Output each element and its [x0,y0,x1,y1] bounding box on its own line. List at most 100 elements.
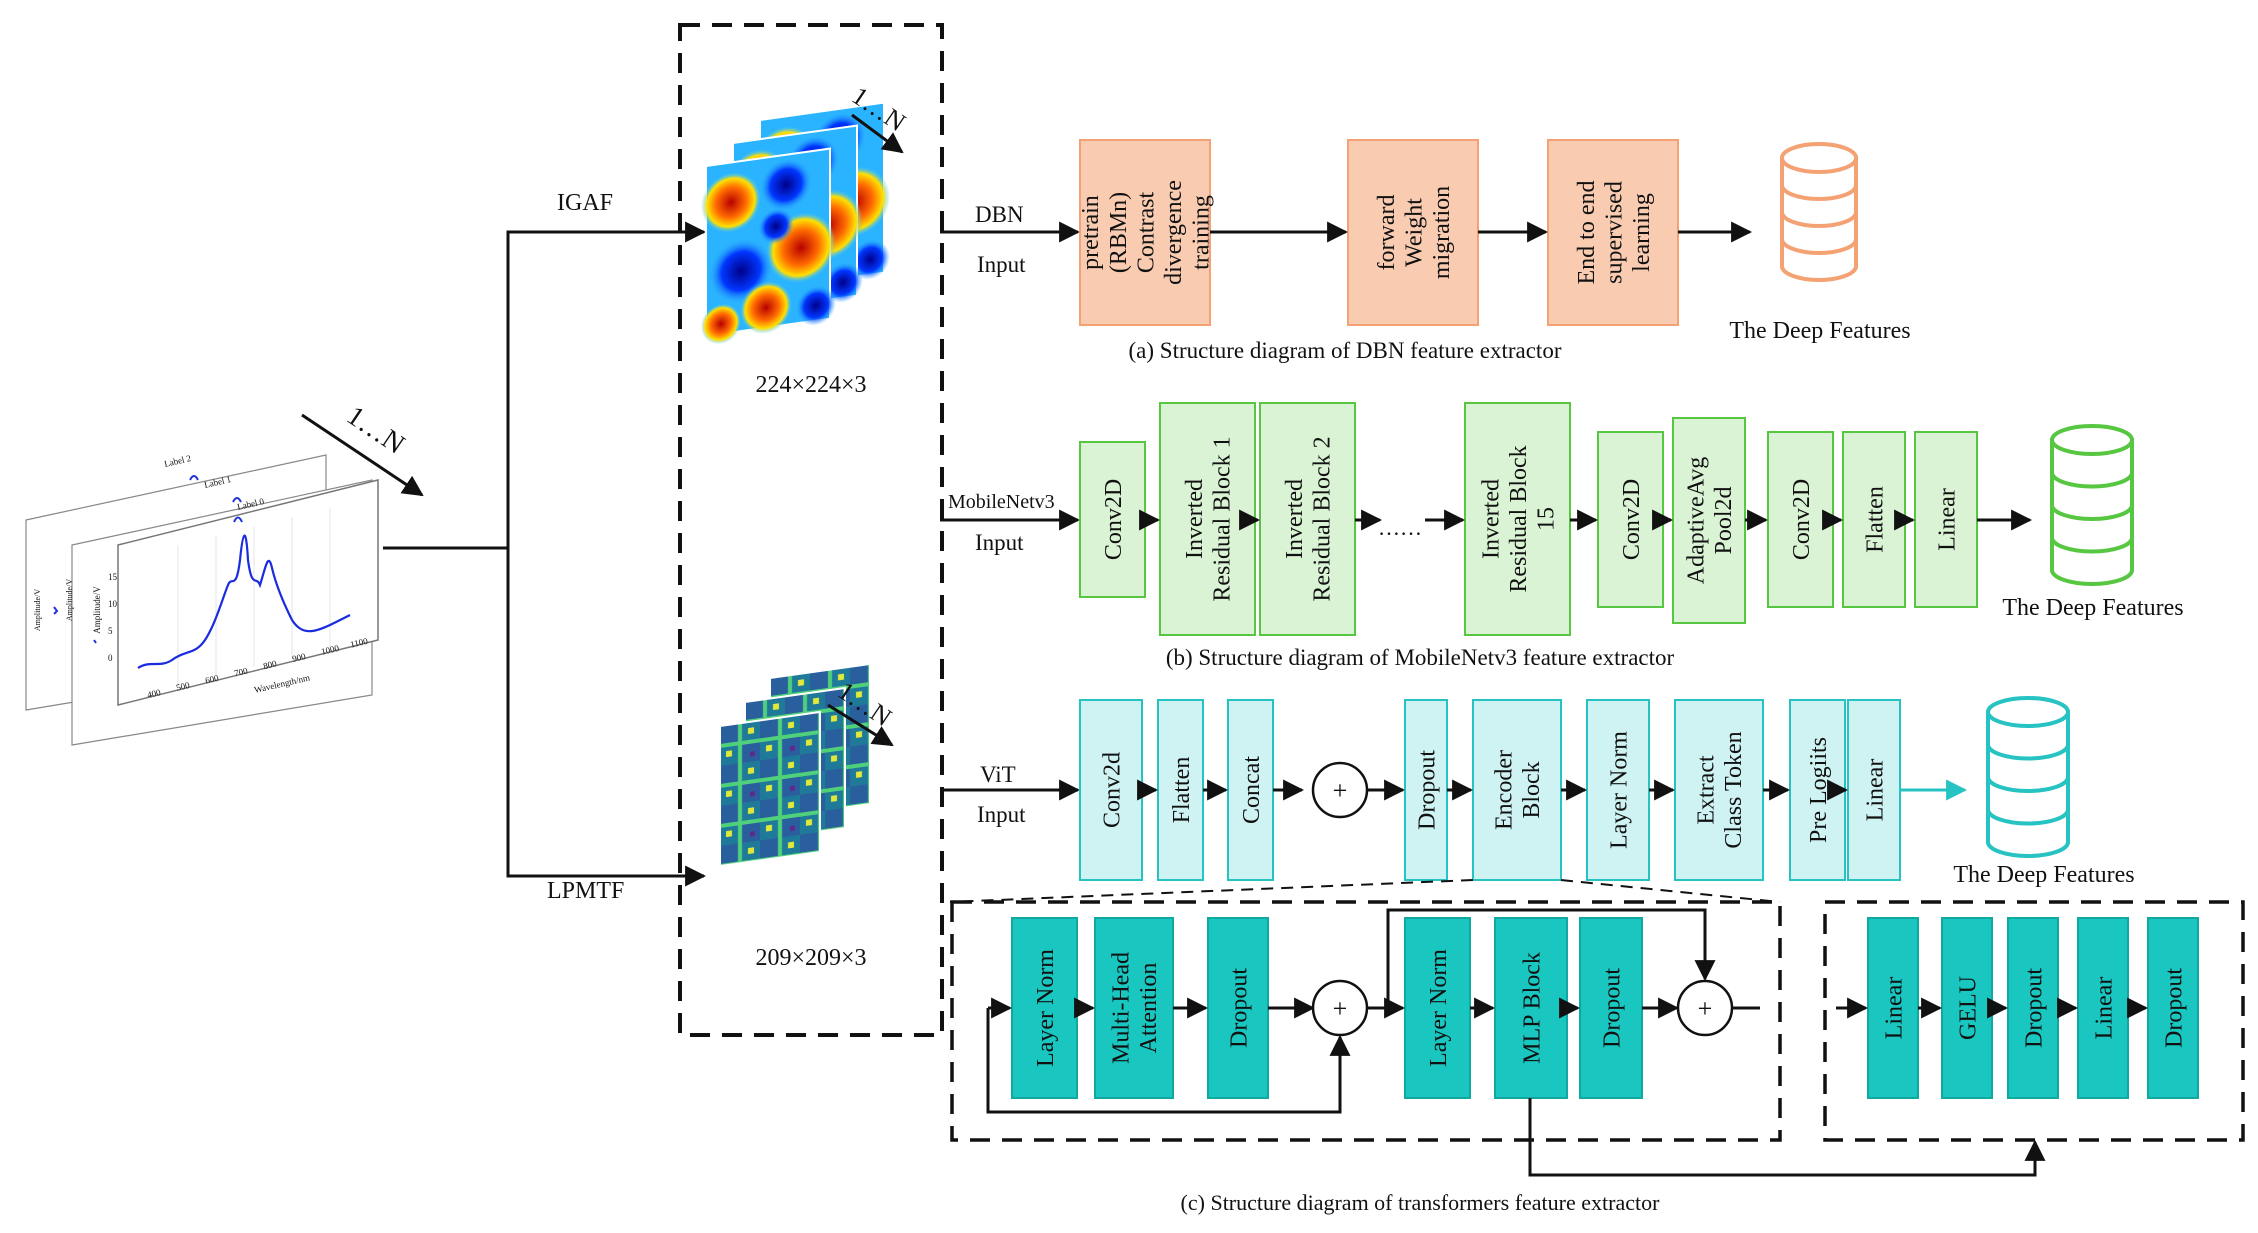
mobilenet-block-4-line: Inverted [1478,479,1504,559]
mobilenet-features-icon-ring [2050,537,2134,554]
dbn-block-1-box [1079,139,1211,326]
igaf-size: 224×224×3 [755,372,866,398]
encoder-block-3-line: Dropout [1226,968,1252,1048]
vit-block-8-line: Pre Logiits [1806,737,1832,843]
mlp-block-2: GELU [1941,917,1993,1099]
spectrum-tick-mark [53,606,59,615]
dbn-block-2-line: migration [1429,186,1455,279]
mobilenet-features-icon [2050,424,2134,586]
vit-block-3: Concat [1227,699,1274,881]
encoder-block-3: Dropout [1207,917,1269,1099]
mlp-block-2-line: GELU [1955,976,1981,1040]
mlp-block-3-label: Dropout [2021,968,2047,1048]
vit-block-1-label: Conv2d [1099,752,1125,828]
dbn-features-icon [1780,142,1858,282]
mobilenet-block-7-line: Conv2D [1789,479,1815,560]
mobilenet-block-4-box [1464,402,1571,636]
mobilenet-block-9: Linear [1914,431,1978,608]
vit-block-2-label: Flatten [1169,757,1195,824]
encoder-block-4-label: Layer Norm [1426,949,1452,1067]
mobilenet-block-3: InvertedResidual Block 2 [1259,402,1356,636]
mobilenet-output-label: The Deep Features [2002,595,2183,621]
mobilenet-caption: (b) Structure diagram of MobileNetv3 fea… [1166,645,1675,670]
spectrum-tick-mark [93,639,97,644]
encoder-block-1-label: Layer Norm [1033,949,1059,1067]
mlp-block-2-box [1941,917,1993,1099]
dbn-block-3-line: supervised [1601,181,1627,284]
mobilenet-block-3-line: Residual Block 2 [1310,436,1336,601]
spectrum-panel-front [117,479,379,706]
dbn-features-icon-top [1780,142,1858,174]
vit-features-icon [1986,696,2070,858]
spectrum-xtick: 700 [233,665,249,678]
vit-features-icon-ring [1986,744,2070,761]
vit-block-9-label: Linear [1862,759,1888,822]
mlp-block-5-line: Dropout [2161,968,2187,1048]
mobilenet-block-2-line: Inverted [1182,479,1208,559]
heatmap-blob [796,285,836,326]
dbn-block-1-line: pretrain [1078,195,1104,270]
mobilenet-block-1-label: Conv2D [1101,479,1127,560]
mobilenet-block-2: InvertedResidual Block 1 [1159,402,1256,636]
zoom-line [1560,879,1781,903]
encoder-block-3-label: Dropout [1226,968,1252,1048]
vit-input-word: Input [977,802,1026,827]
encoder-add-1-sign: + [1333,994,1348,1023]
dbn-block-3: End to endsupervisedlearning [1547,139,1679,326]
encoder-block-1: Layer Norm [1011,917,1078,1099]
dbn-block-1-line: divergence [1161,180,1187,285]
mlp-link [1528,1098,2046,1177]
mobilenet-block-4: InvertedResidual Block15 [1464,402,1571,636]
mobilenet-input-name: MobileNetv3 [948,491,1055,513]
mobilenet-block-1-line: Conv2D [1101,479,1127,560]
mobilenet-block-6-line: AdaptiveAvg [1684,457,1710,585]
mobilenet-block-6-label: AdaptiveAvgPool2d [1684,457,1738,585]
vit-block-9: Linear [1847,699,1901,881]
vit-add-sign: + [1333,776,1348,805]
caption-transformers: (c) Structure diagram of transformers fe… [1181,1190,1661,1215]
mlp-block-2-label: GELU [1955,976,1981,1040]
spectrum-ytick: 15 [108,572,118,582]
encoder-block-2-box [1094,917,1174,1099]
vit-block-2: Flatten [1157,699,1204,881]
mlp-block-4: Linear [2077,917,2129,1099]
encoder-container [950,900,1782,1142]
vit-block-2-line: Flatten [1169,757,1195,824]
spectrum-peak-mini [233,516,243,523]
mlp-block-4-label: Linear [2091,977,2117,1040]
images-container [678,23,944,1037]
vit-block-7-line: Class Token [1721,731,1747,848]
mobilenet-block-7-label: Conv2D [1789,479,1815,560]
dbn-block-1-label: pretrain(RBMn)Contrastdivergencetraining [1078,180,1214,285]
mobilenet-block-6-line: Pool2d [1711,486,1737,554]
mobilenet-block-3-box [1259,402,1356,636]
dbn-block-2-line: forward [1374,195,1400,271]
lpmtf-label: LPMTF [547,878,624,904]
encoder-block-5-box [1494,917,1568,1099]
spectrum-ylabel: Amplitude/V [65,579,74,621]
encoder-block-4: Layer Norm [1404,917,1471,1099]
vit-block-3-label: Concat [1239,756,1265,824]
mlp-block-1: Linear [1867,917,1919,1099]
vit-block-2-box [1157,699,1204,881]
mlp-block-3-box [2007,917,2059,1099]
encoder-block-5-line: MLP Block [1519,952,1545,1064]
vit-block-5-line: Encoder [1492,750,1518,830]
vit-block-6-label: Layer Norm [1606,731,1632,849]
mobilenet-block-8-label: Flatten [1862,486,1888,553]
mobilenet-block-4-line: Residual Block [1506,445,1532,592]
encoder-block-detail: Layer Norm Multi-HeadAttention Dropout Laye… [950,900,2046,1177]
encoder-block-2-label: Multi-HeadAttention [1109,952,1163,1064]
vit-block-8: Pre Logiits [1789,699,1846,881]
vit-block-5-label: EncoderBlock [1492,750,1546,830]
encoder-block-2-line: Multi-Head [1109,952,1135,1064]
dbn-features-icon-ring [1780,184,1858,201]
vit-output-label: The Deep Features [1953,862,2134,888]
dbn-block-1: pretrain(RBMn)Contrastdivergencetraining [1078,139,1215,326]
encoder-block-5: MLP Block [1494,917,1568,1099]
spectrum-xtick: 400 [146,687,162,700]
